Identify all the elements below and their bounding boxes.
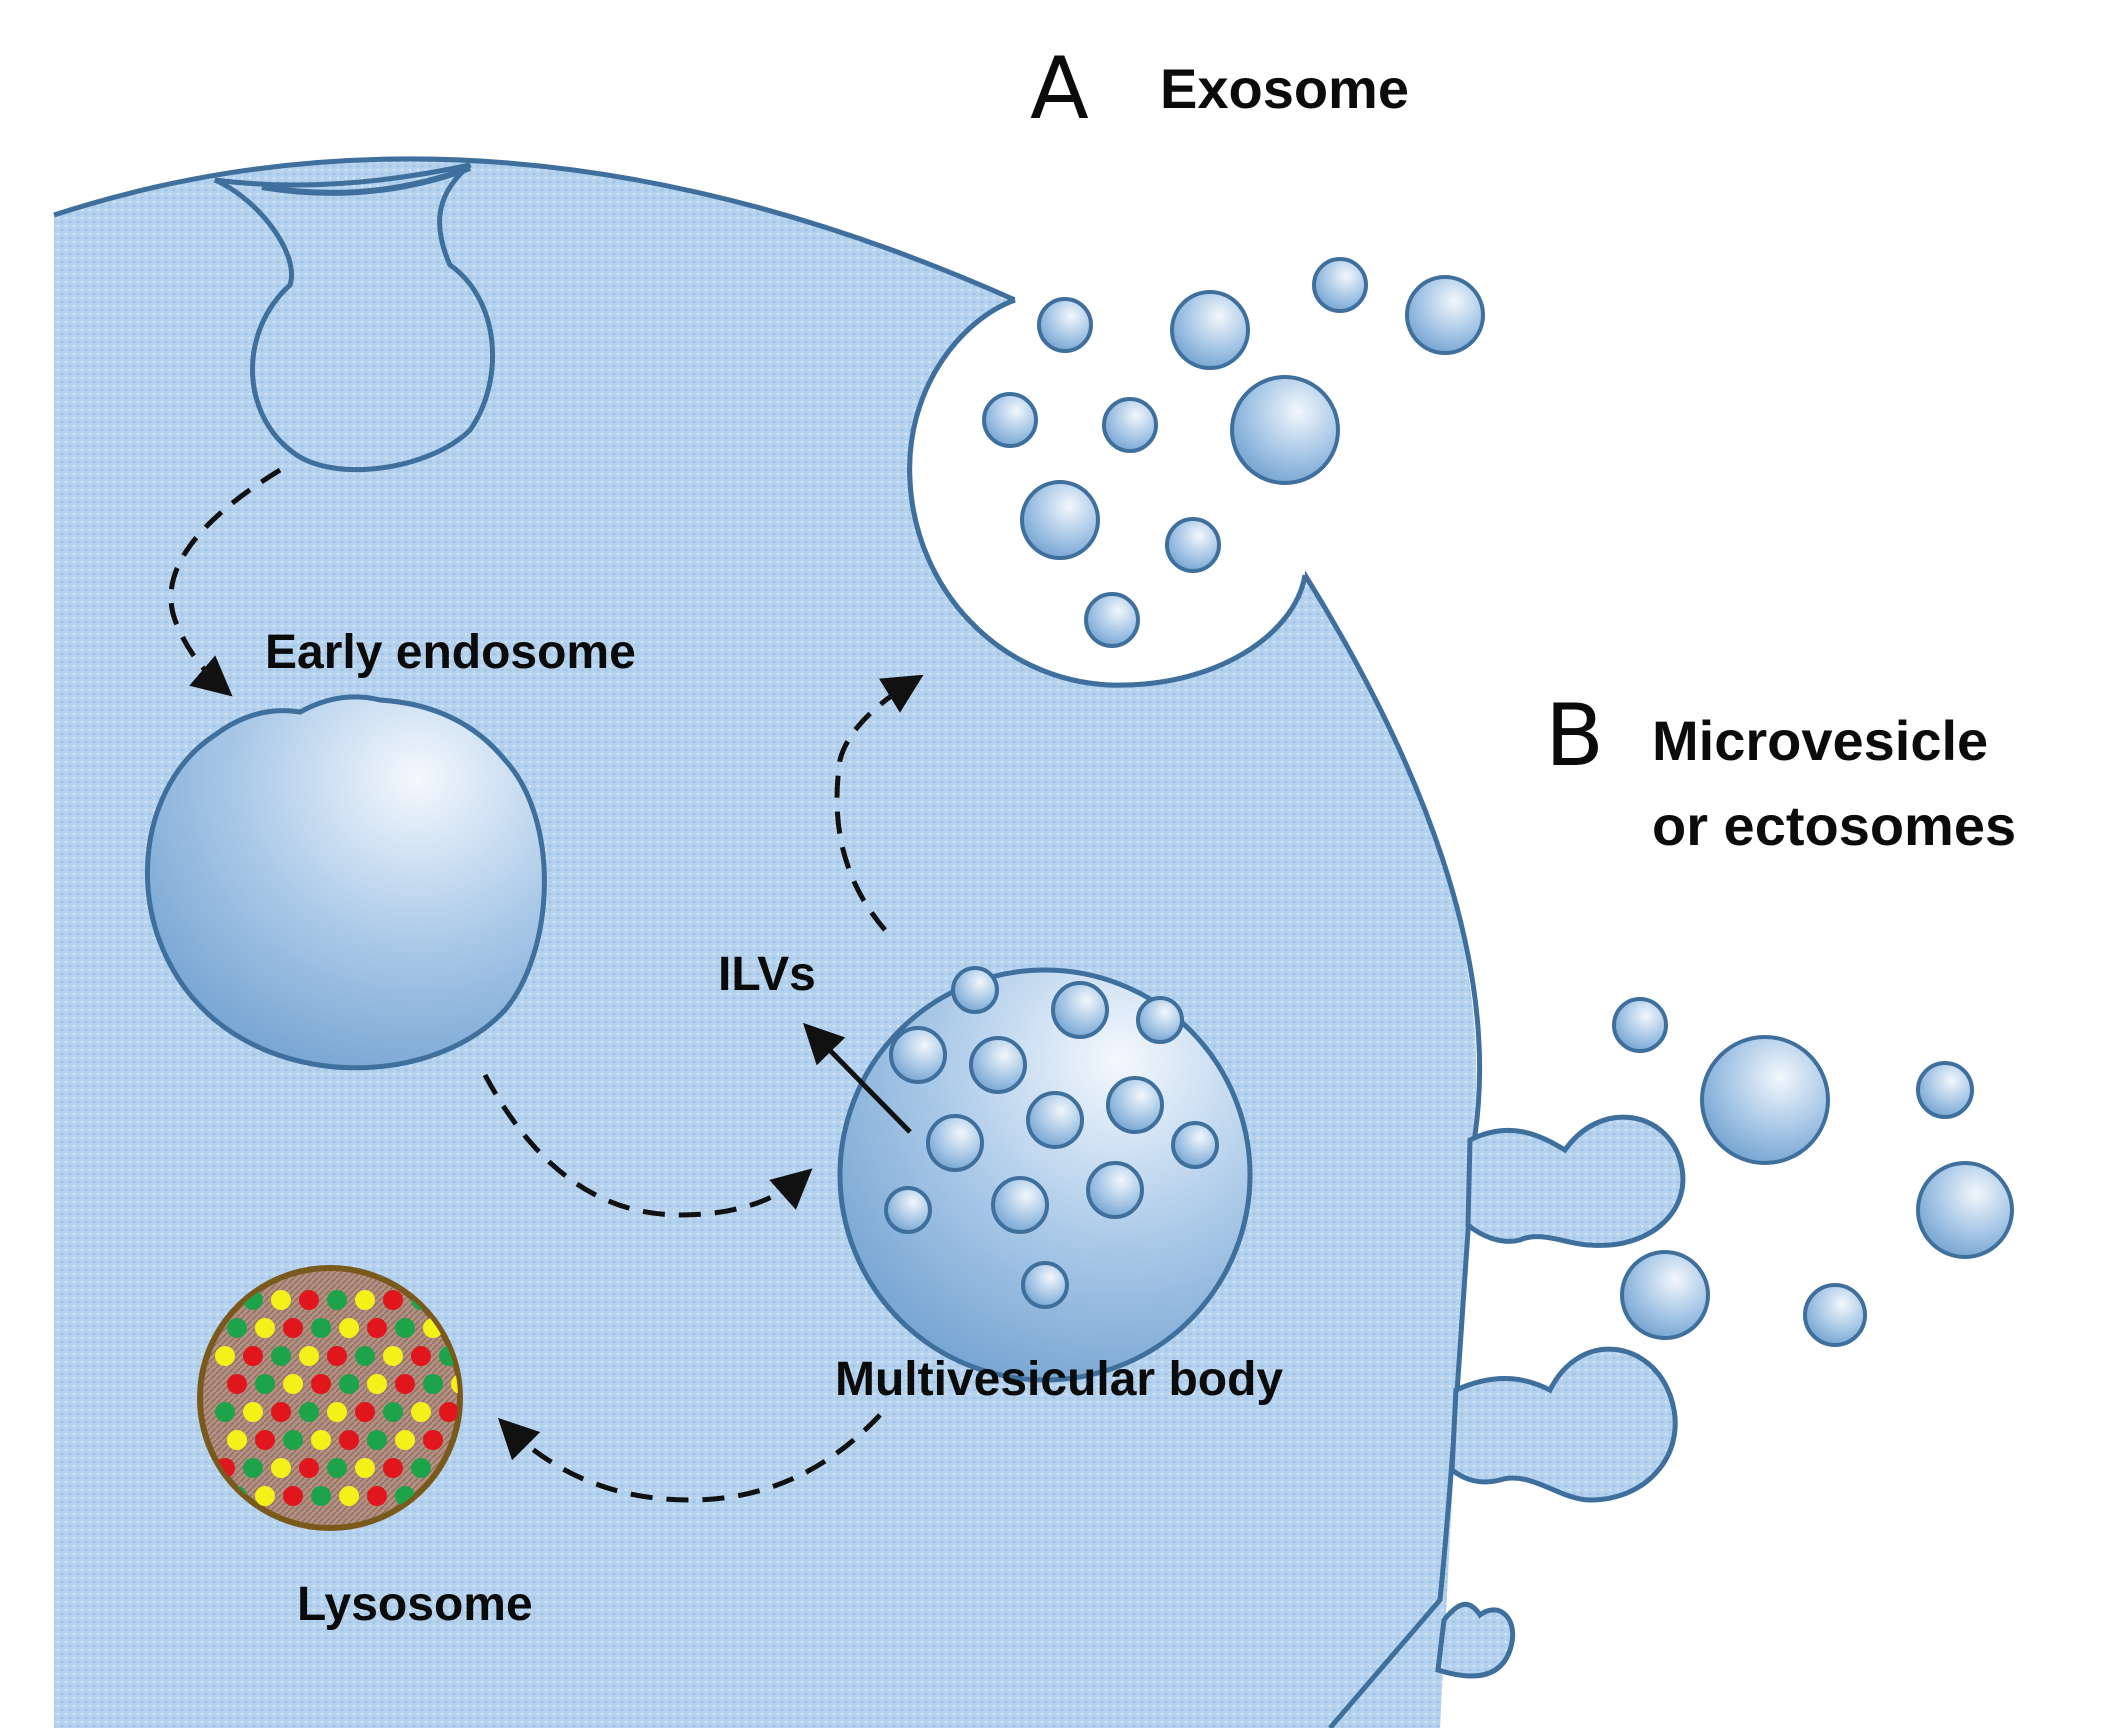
lysosome-granule [283, 1486, 303, 1506]
exosome-vesicles [982, 257, 1485, 648]
microvesicle-buds [1435, 1114, 1686, 1679]
arrow-endocytosis-to-early-endosome [168, 467, 282, 697]
exosome-vesicle [1170, 290, 1250, 370]
lysosome-granule [283, 1430, 303, 1450]
microvesicles [1612, 997, 2014, 1347]
lysosome-label: Lysosome [297, 1578, 533, 1631]
ilvs-pointer-arrow [802, 1022, 912, 1134]
lysosome-granule [423, 1430, 443, 1450]
lysosome-granule [283, 1318, 303, 1338]
lysosome-granule [215, 1402, 235, 1422]
lysosome-granule [271, 1290, 291, 1310]
exosome-vesicle [1020, 480, 1100, 560]
lysosome-granule [299, 1290, 319, 1310]
exosome-vesicle [1037, 297, 1093, 353]
lysosome-granule [327, 1290, 347, 1310]
endocytic-pit [213, 162, 495, 473]
lysosome-granule [383, 1346, 403, 1366]
intraluminal-vesicles [889, 981, 1164, 1234]
lysosome-granule [383, 1458, 403, 1478]
lysosome-granule [339, 1318, 359, 1338]
lysosome-granule [367, 1318, 387, 1338]
exosome-vesicle [1230, 375, 1340, 485]
lysosome-granule [227, 1318, 247, 1338]
panel-b-title-line1: Microvesicle [1652, 709, 1988, 772]
lysosome-granule [311, 1374, 331, 1394]
lysosome-granule [227, 1374, 247, 1394]
lysosome-granule [327, 1346, 347, 1366]
lysosome-granule [255, 1486, 275, 1506]
microvesicle [1700, 1035, 1830, 1165]
microvesicle [1916, 1161, 2014, 1259]
lysosome-granule [243, 1402, 263, 1422]
lysosome-granule [339, 1486, 359, 1506]
exosome-vesicle [982, 392, 1038, 448]
exosome-vesicle [1165, 517, 1221, 573]
lysosome-granule [215, 1346, 235, 1366]
microvesicle [1612, 997, 1668, 1053]
lysosome-granule [271, 1458, 291, 1478]
lysosome-granule [271, 1402, 291, 1422]
panel-b-letter: B [1545, 686, 1604, 786]
lysosome-granule [283, 1374, 303, 1394]
lysosome-granule [243, 1346, 263, 1366]
microvesicle [1620, 1250, 1710, 1340]
early-endosome [145, 694, 547, 1071]
lysosome-granule [355, 1290, 375, 1310]
exosome-vesicle [1084, 592, 1140, 648]
exosome-vesicle [1102, 397, 1158, 453]
lysosome-granule [395, 1374, 415, 1394]
panel-a-title: Exosome [1160, 57, 1409, 120]
arrow-early-endosome-to-mvb [482, 1073, 813, 1218]
lysosome-granule [355, 1402, 375, 1422]
lysosome-granule [451, 1374, 458, 1394]
lysosome-granule [299, 1402, 319, 1422]
lysosome-granule [355, 1458, 375, 1478]
lysosome-granule [367, 1430, 387, 1450]
lysosome-granule [339, 1430, 359, 1450]
lysosome-granule [411, 1346, 431, 1366]
lysosome-granule [299, 1346, 319, 1366]
arrow-mvb-to-exosome-release [834, 674, 924, 932]
lysosome-granule [243, 1458, 263, 1478]
exosome-vesicle [1312, 257, 1368, 313]
lysosome-granule [327, 1458, 347, 1478]
lysosome-granule [411, 1402, 431, 1422]
exosome-vesicle [1405, 275, 1485, 355]
pathway-arrows [168, 467, 924, 1503]
multivesicular-body-label: Multivesicular body [835, 1353, 1283, 1406]
early-endosome-label: Early endosome [265, 626, 636, 679]
panel-a-letter: A [1030, 39, 1089, 139]
lysosome-granule [411, 1458, 431, 1478]
lysosome-granule [383, 1402, 403, 1422]
panel-b-title-line2: or ectosomes [1652, 794, 2016, 857]
lysosome-granule [299, 1458, 319, 1478]
lysosome-granule [311, 1486, 331, 1506]
lysosome-granule [227, 1430, 247, 1450]
lysosome-granule [383, 1290, 403, 1310]
lysosome-granule [395, 1318, 415, 1338]
multivesicular-body [837, 966, 1253, 1383]
microvesicle [1916, 1061, 1974, 1119]
microvesicle [1803, 1283, 1867, 1347]
lysosome-granule [439, 1402, 458, 1422]
lysosome-granule [311, 1430, 331, 1450]
lysosome-granule [311, 1318, 331, 1338]
lysosome-granule [255, 1318, 275, 1338]
lysosome-granule [395, 1430, 415, 1450]
lysosome-granule [255, 1430, 275, 1450]
lysosome-granule [271, 1346, 291, 1366]
lysosome-granule [355, 1346, 375, 1366]
lysosome-granule [327, 1402, 347, 1422]
lysosome-granule [367, 1374, 387, 1394]
lysosome-granule [367, 1486, 387, 1506]
lysosome-granule [423, 1374, 443, 1394]
lysosome-granule [339, 1374, 359, 1394]
ilvs-label: ILVs [718, 948, 816, 1001]
budding-ilvs [884, 966, 1219, 1309]
lysosome-granule [255, 1374, 275, 1394]
